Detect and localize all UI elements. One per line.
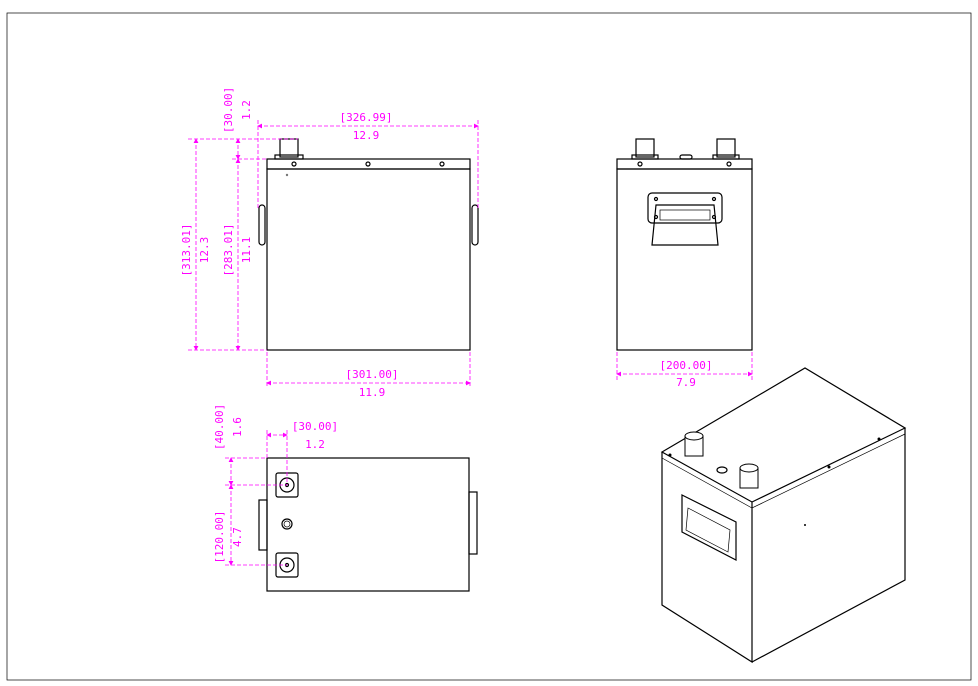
dim-connector-offset-y-mm: [40.00]	[213, 404, 226, 450]
front-view: [326.99] 12.9 [313.01] 12.3 [283.01] 11.…	[180, 87, 479, 399]
side-handle	[647, 192, 723, 224]
iso-handle	[681, 494, 737, 561]
iso-front-face	[661, 452, 753, 664]
dim-depth-mm: [200.00]	[660, 359, 713, 372]
dim-body-height-mm: [283.01]	[222, 224, 235, 277]
handle-left	[258, 204, 266, 246]
dim-connector-spacing-in: 4.7	[231, 527, 244, 547]
side-view: [200.00] 7.9	[616, 138, 753, 389]
dim-overall-height-mm: [313.01]	[180, 224, 193, 277]
dim-depth-in: 7.9	[676, 376, 696, 389]
dim-connector-offset-x-mm: [30.00]	[292, 420, 338, 433]
handle-right	[471, 204, 479, 246]
dim-body-width-mm: [301.00]	[346, 368, 399, 381]
dim-connector-height-in: 1.2	[240, 100, 253, 120]
top-view: [30.00] 1.2 [40.00] 1.6 [120.00] 4.7	[213, 404, 478, 592]
dim-connector-offset-y-in: 1.6	[231, 417, 244, 437]
dim-connector-spacing-mm: [120.00]	[213, 511, 226, 564]
dim-connector-height-mm: [30.00]	[222, 87, 235, 133]
dim-body-width-in: 11.9	[359, 386, 386, 399]
dim-connector-offset-x-in: 1.2	[305, 438, 325, 451]
dim-overall-height-in: 12.3	[198, 237, 211, 264]
dim-overall-width-mm: [326.99]	[340, 111, 393, 124]
terminal-connector	[279, 138, 299, 158]
dim-body-height-in: 11.1	[240, 237, 253, 264]
isometric-view	[660, 367, 907, 664]
iso-side-face	[751, 428, 906, 663]
battery-body	[266, 168, 471, 351]
dim-overall-width-in: 12.9	[353, 129, 380, 142]
drawing-border	[6, 12, 972, 681]
